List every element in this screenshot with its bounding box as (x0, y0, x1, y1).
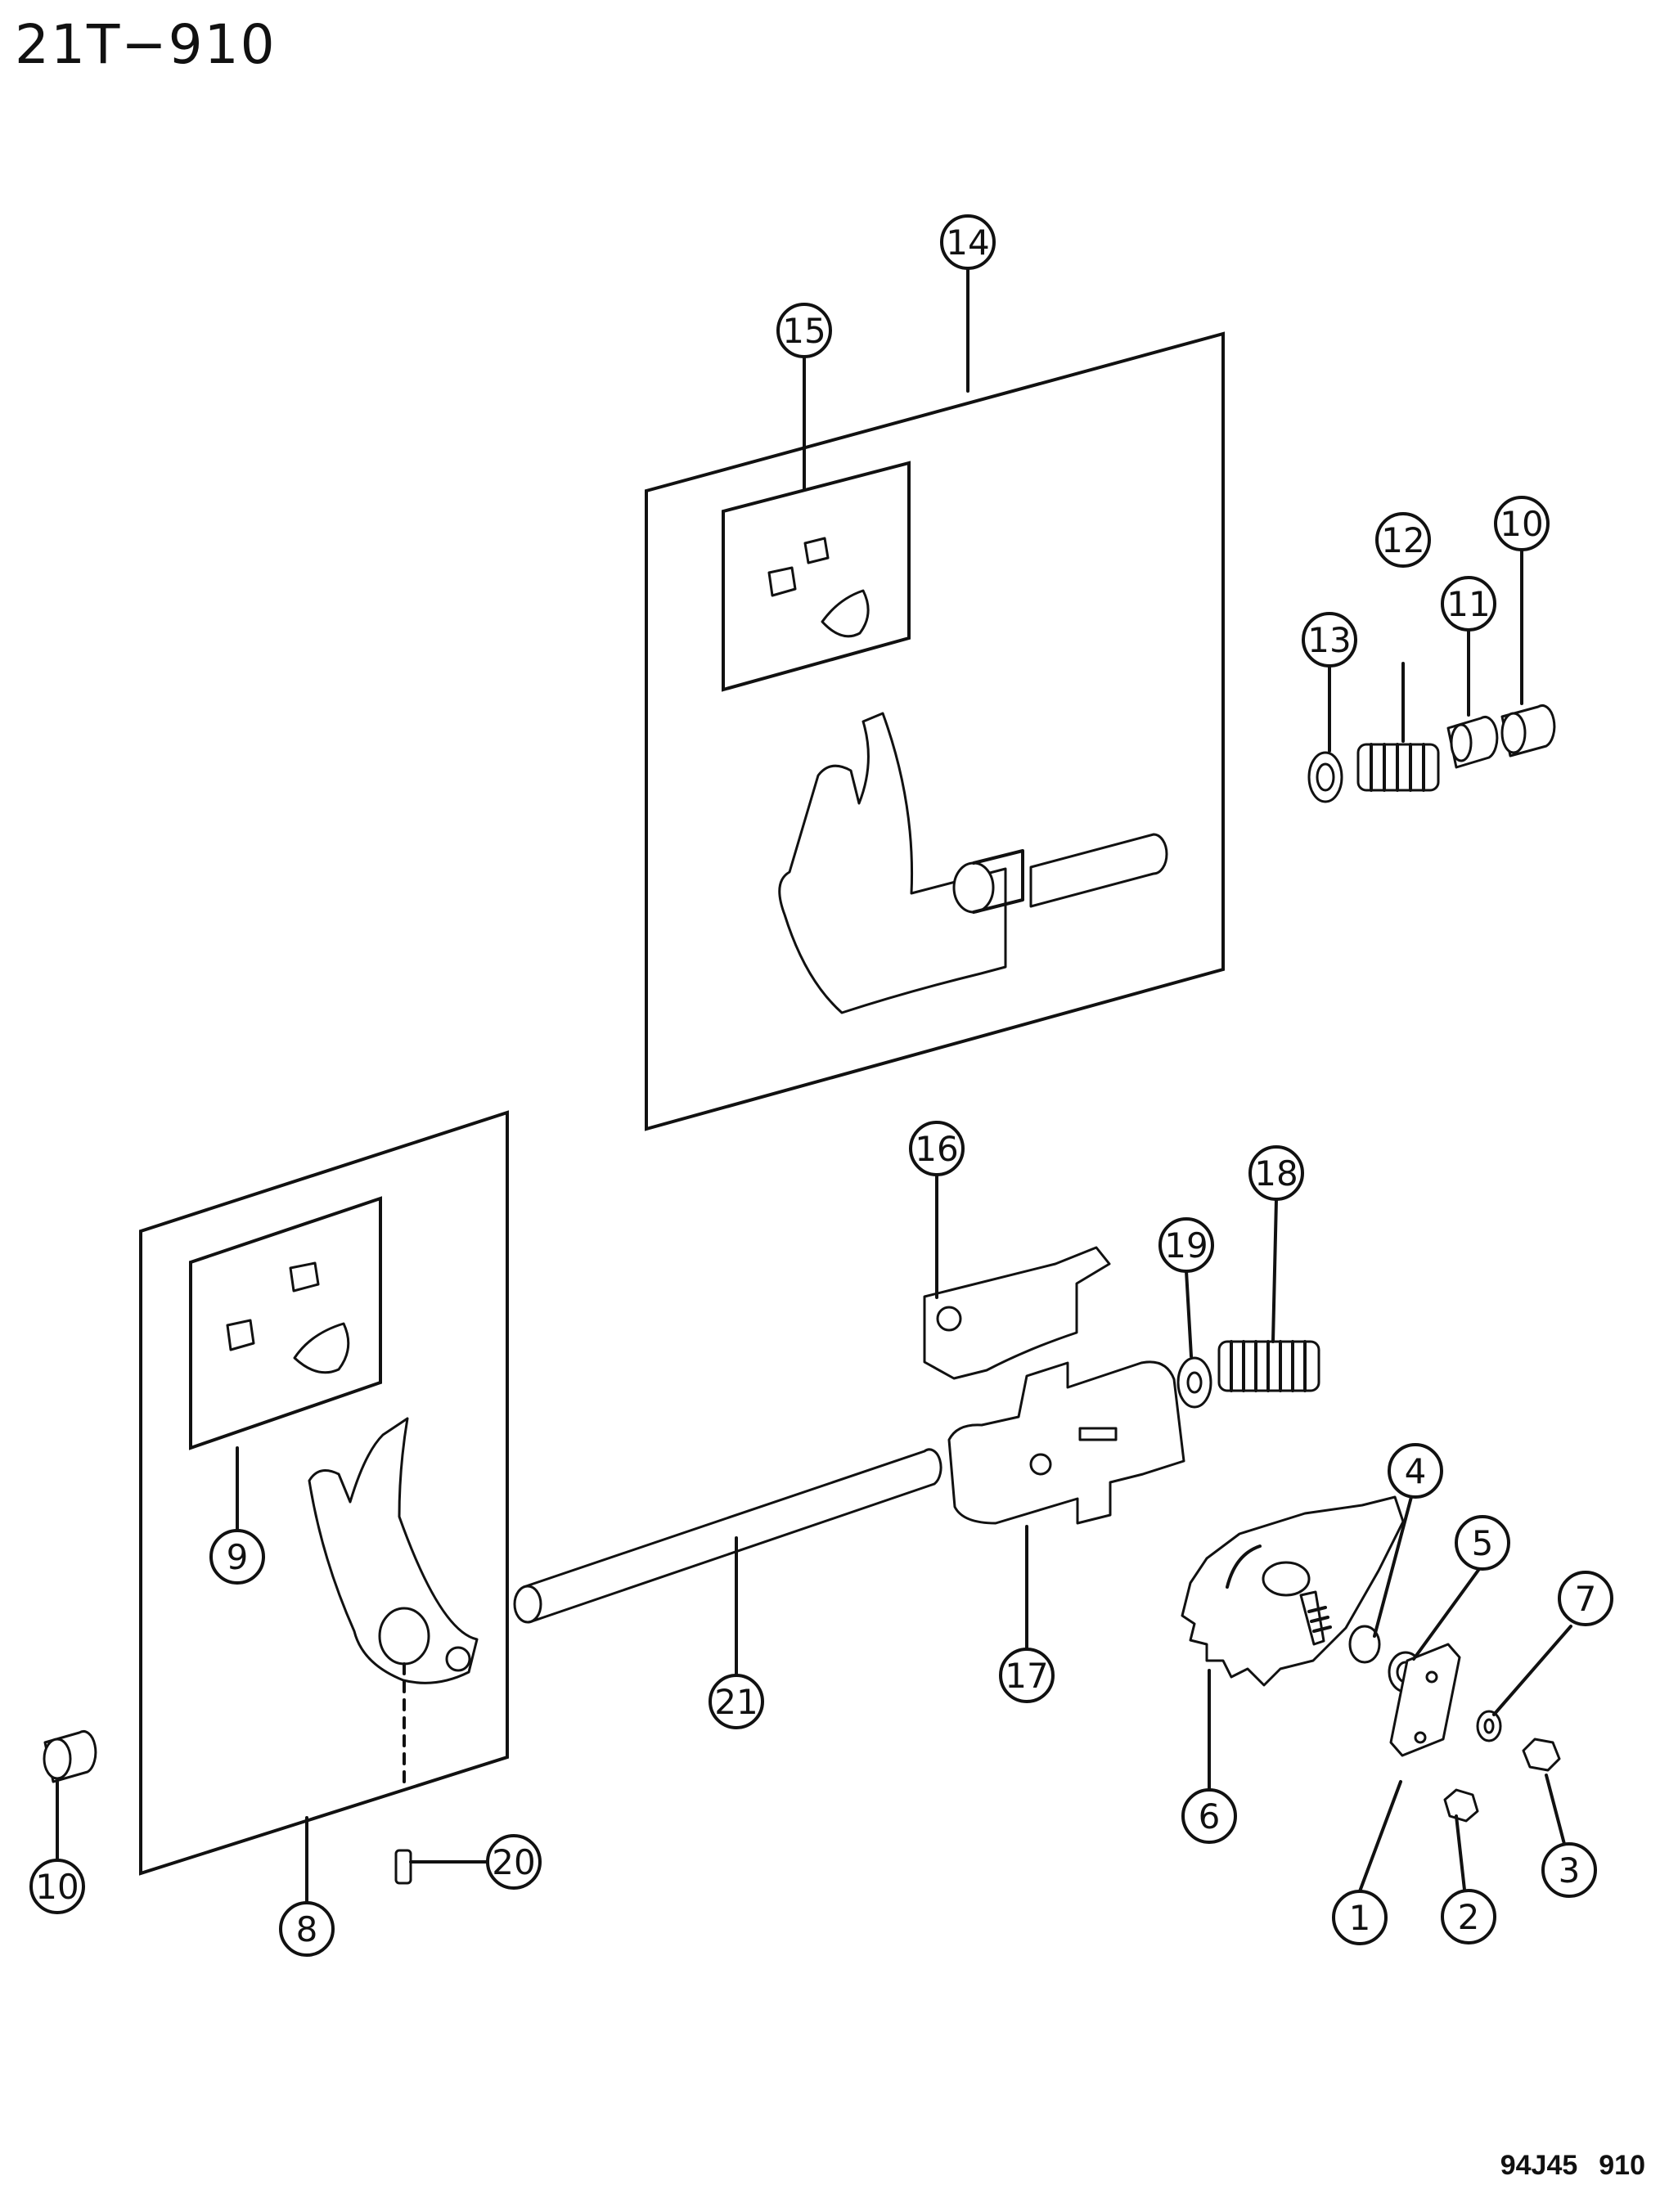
callout-20: 20 (486, 1834, 542, 1890)
drawing-code: 94J45 (1500, 2150, 1578, 2181)
svg-text:10: 10 (35, 1867, 79, 1907)
callout-16: 16 (909, 1121, 965, 1176)
washer-and-spring (1176, 1340, 1320, 1409)
svg-text:14: 14 (946, 223, 989, 263)
svg-text:15: 15 (782, 311, 826, 351)
drawing-number: 94J45 910 (1500, 2150, 1645, 2182)
drawing-page-number: 910 (1599, 2150, 1645, 2181)
callout-12: 12 (1375, 512, 1431, 568)
selector-plate (1181, 1495, 1405, 1687)
bracket (923, 1246, 1111, 1380)
callout-13: 13 (1302, 612, 1357, 668)
callout-17: 17 (999, 1648, 1055, 1703)
svg-text:20: 20 (492, 1842, 535, 1882)
svg-text:2: 2 (1458, 1897, 1480, 1937)
diagram-title: 21T−910 (15, 13, 277, 76)
svg-text:11: 11 (1446, 584, 1490, 624)
callout-6: 6 (1181, 1788, 1237, 1844)
svg-text:21: 21 (714, 1682, 758, 1722)
svg-text:17: 17 (1005, 1656, 1048, 1696)
small-fasteners (1348, 1625, 1561, 1823)
callout-3: 3 (1541, 1842, 1597, 1898)
roll-pin (394, 1849, 412, 1885)
callout-18: 18 (1248, 1145, 1304, 1201)
callout-2: 2 (1441, 1889, 1496, 1944)
callout-1: 1 (1332, 1890, 1388, 1945)
callout-7: 7 (1558, 1571, 1613, 1626)
svg-text:16: 16 (915, 1129, 958, 1169)
kit-panel-upper (645, 331, 1225, 1131)
svg-text:12: 12 (1381, 520, 1424, 560)
svg-text:4: 4 (1405, 1451, 1427, 1491)
callout-15: 15 (776, 303, 832, 358)
svg-text:13: 13 (1307, 620, 1351, 660)
svg-text:3: 3 (1559, 1850, 1581, 1891)
callout-14: 14 (940, 214, 996, 270)
svg-text:5: 5 (1472, 1523, 1494, 1563)
svg-text:1: 1 (1349, 1898, 1371, 1938)
svg-text:10: 10 (1500, 504, 1543, 544)
callout-8: 8 (279, 1901, 335, 1957)
callout-10-upper: 10 (1494, 496, 1550, 551)
callout-19: 19 (1158, 1217, 1214, 1273)
svg-text:9: 9 (227, 1537, 249, 1577)
shift-rail (513, 1448, 942, 1624)
svg-text:8: 8 (296, 1909, 318, 1949)
callout-5: 5 (1455, 1515, 1510, 1571)
callout-11: 11 (1441, 576, 1496, 632)
svg-text:18: 18 (1254, 1153, 1298, 1194)
callout-10-lower: 10 (29, 1859, 85, 1914)
callout-9: 9 (209, 1529, 265, 1585)
shift-lug (947, 1360, 1185, 1525)
sleeve-lower (43, 1730, 97, 1783)
svg-text:19: 19 (1164, 1225, 1208, 1266)
svg-text:7: 7 (1575, 1579, 1597, 1619)
detent-set-upper (1307, 704, 1556, 803)
callout-4: 4 (1388, 1443, 1443, 1499)
svg-text:6: 6 (1199, 1796, 1221, 1837)
callout-21: 21 (709, 1674, 764, 1729)
kit-panel-lower (139, 1110, 509, 1876)
leader-lines (56, 267, 1572, 1904)
